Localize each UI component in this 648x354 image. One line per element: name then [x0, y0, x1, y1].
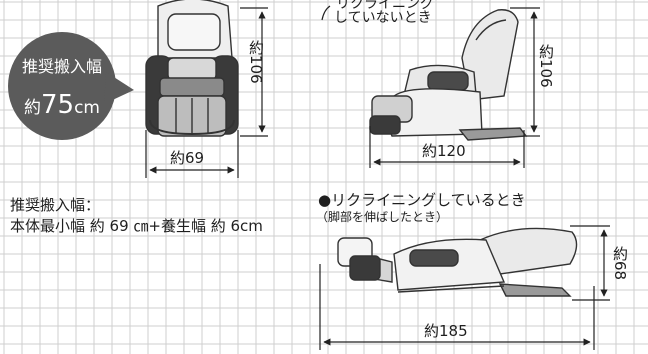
front-dimension-lines [145, 7, 268, 178]
front-view-chair [145, 0, 239, 137]
reclined-side-chair [337, 227, 578, 297]
badge-unit: cm [74, 98, 100, 118]
upright-caption-line2: していないとき [334, 10, 432, 26]
upright-depth-label: 約120 [422, 142, 466, 160]
upright-height-label: 約106 [537, 44, 555, 88]
front-width-label: 約69 [170, 149, 205, 167]
front-height-label: 約106 [247, 40, 265, 84]
badge-number: 75 [40, 90, 75, 120]
note-line2: 本体最小幅 約 69 ㎝+養生幅 約 6cm [10, 217, 263, 235]
badge [8, 32, 134, 140]
reclined-depth-label: 約185 [424, 322, 468, 340]
reclined-height-label: 約68 [611, 246, 629, 281]
caption-leader-line [321, 5, 331, 21]
reclined-caption: ●リクライニングしているとき [318, 191, 526, 209]
badge-title: 推奨搬入幅 [21, 57, 102, 76]
note-line1: 推奨搬入幅： [10, 196, 101, 214]
upright-caption-line1: リクライニング [336, 0, 434, 12]
upright-side-chair [369, 9, 528, 141]
badge-value: 約75cm [8, 92, 116, 121]
reclined-dimension-lines [319, 225, 610, 350]
badge-prefix: 約 [23, 98, 41, 118]
reclined-subcaption: （脚部を伸ばしたとき） [316, 210, 449, 224]
upright-dimension-lines [369, 7, 540, 168]
